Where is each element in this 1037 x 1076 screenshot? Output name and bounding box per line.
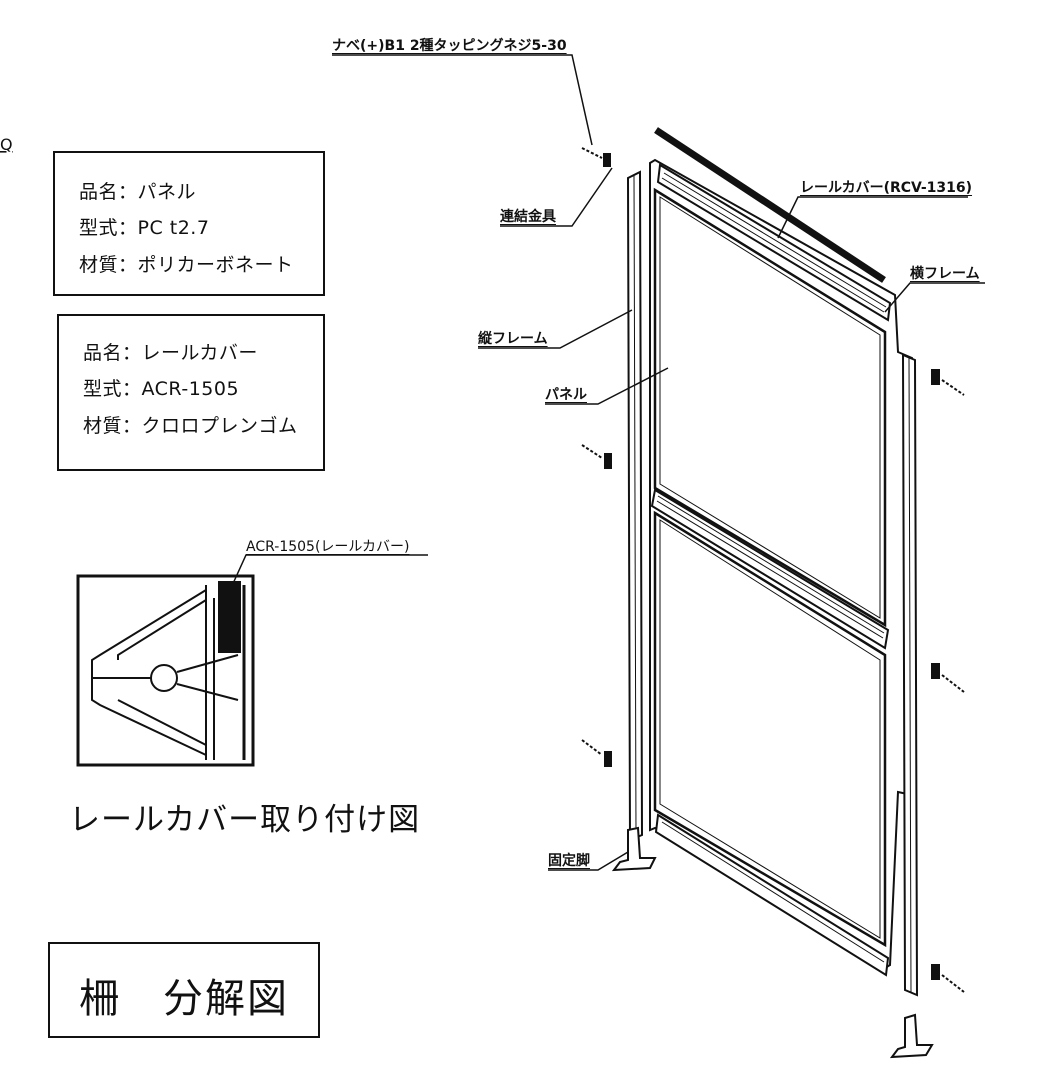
spec-railcover-type: 型式：ACR-1505 [83,378,240,400]
callout-fixed-leg: 固定脚 [548,853,590,869]
callout-connector: 連結金具 [500,209,556,225]
drawing-title: 柵 分解図 [79,976,289,1022]
right-vertical-frame [901,353,919,997]
callout-panel: パネル [545,387,587,403]
rail-cover-section-drawing [76,574,255,767]
spec-panel-material: 材質：ポリカーボネート [79,254,294,276]
spec-box-panel: 品名：パネル 型式：PC t2.7 材質：ポリカーボネート [53,151,325,296]
spec-railcover-name: 品名：レールカバー [83,342,258,364]
fixed-legs [611,826,934,1059]
edge-mark: Q [0,135,13,154]
leader-lines [230,54,985,871]
callout-screw: ナベ(+)B1 2種タッピングネジ5-30 [332,38,567,54]
spec-panel-name: 品名：パネル [79,181,197,203]
detail-callout: ACR-1505(レールカバー) [246,539,410,555]
spec-panel-type: 型式：PC t2.7 [79,217,210,239]
horizontal-frames [650,163,892,977]
callout-vertical-frame: 縦フレーム [478,331,548,347]
left-vertical-frame [626,170,644,842]
detail-caption: レールカバー取り付け図 [69,802,421,838]
callout-rail-cover: レールカバー(RCV-1316) [800,180,973,196]
spec-box-rail-cover: 品名：レールカバー 型式：ACR-1505 材質：クロロプレンゴム [57,314,325,471]
screws [581,147,965,993]
title-box: 柵 分解図 [48,942,320,1038]
callout-horizontal-frame: 横フレーム [910,266,980,282]
spec-railcover-material: 材質：クロロプレンゴム [83,415,298,437]
rail-cover-part [654,127,886,283]
